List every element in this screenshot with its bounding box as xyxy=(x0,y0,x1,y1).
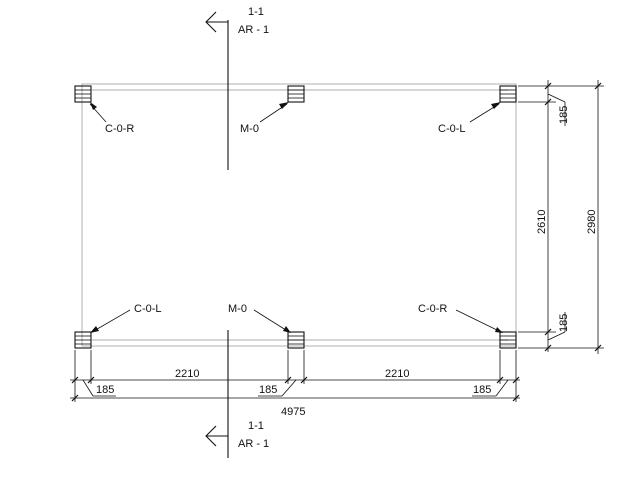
post-dim-flags xyxy=(82,379,509,397)
column-leaders xyxy=(89,102,503,333)
dim-top-post: 185 xyxy=(558,106,570,124)
column-bottom-right xyxy=(499,331,517,349)
dim-inner-height: 2610 xyxy=(536,210,548,234)
section-mark-label: 1-1 xyxy=(248,420,264,432)
column-label-bottom-middle: M-0 xyxy=(228,303,247,315)
section-marker-top: 1-1 AR - 1 xyxy=(205,6,269,36)
dim-right-post: 185 xyxy=(473,384,491,396)
column-top-right xyxy=(499,85,517,103)
dim-bottom-post: 185 xyxy=(558,314,570,332)
dim-left-post: 185 xyxy=(96,384,114,396)
column-label-bottom-right: C-0-R xyxy=(418,303,447,315)
section-mark-sheet: AR - 1 xyxy=(238,24,269,36)
column-bottom-left xyxy=(74,331,92,349)
column-label-top-middle: M-0 xyxy=(240,123,259,135)
column-label-top-left: C-0-R xyxy=(105,123,134,135)
column-label-top-right: C-0-L xyxy=(438,123,466,135)
column-top-left xyxy=(74,85,92,103)
horizontal-dimension-chain xyxy=(70,350,520,402)
section-marker-bottom: 1-1 AR - 1 xyxy=(205,420,269,450)
dim-left-span: 2210 xyxy=(175,368,199,380)
overall-horizontal-dimension xyxy=(70,394,520,402)
column-bottom-middle xyxy=(287,331,305,349)
dim-overall-width: 4975 xyxy=(281,406,305,418)
dim-overall-height: 2980 xyxy=(586,210,598,234)
overall-vertical-dimension xyxy=(556,80,604,354)
column-top-middle xyxy=(287,85,305,103)
vertical-dimension-chain xyxy=(518,80,566,352)
column-label-bottom-left: C-0-L xyxy=(134,303,162,315)
dim-middle-post: 185 xyxy=(259,384,277,396)
section-mark-sheet: AR - 1 xyxy=(238,438,269,450)
dim-right-span: 2210 xyxy=(385,368,409,380)
section-mark-label: 1-1 xyxy=(248,6,264,18)
